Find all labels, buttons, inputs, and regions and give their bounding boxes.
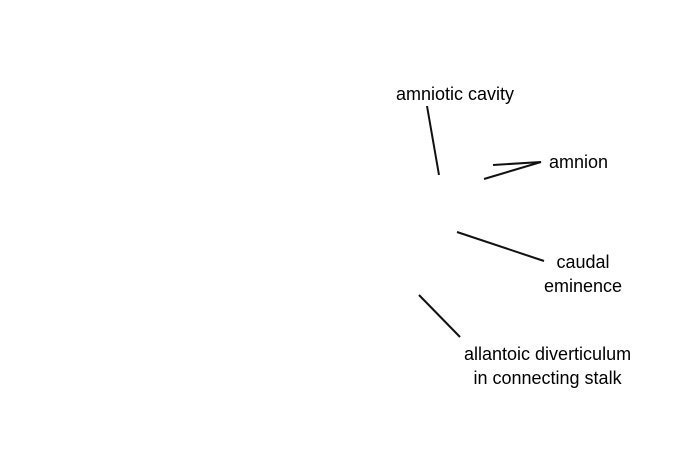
amnion-leader-line-lower <box>483 161 542 180</box>
caudal-eminence-leader-line <box>456 231 545 262</box>
caudal-eminence-label: caudal eminence <box>544 250 622 298</box>
allantoic-diverticulum-label-line-1: allantoic diverticulum <box>464 344 632 364</box>
allantoic-diverticulum-label: allantoic diverticulum in connecting sta… <box>464 342 631 390</box>
caudal-eminence-label-line-1: caudal <box>556 252 610 272</box>
amnion-leader-line-upper <box>492 161 542 166</box>
amniotic-cavity-label: amniotic cavity <box>396 84 515 104</box>
allantoic-diverticulum-leader-line <box>418 294 461 338</box>
caudal-eminence-label-line-2: eminence <box>544 276 623 296</box>
amniotic-cavity-leader-line <box>426 105 440 176</box>
allantoic-diverticulum-label-line-2: in connecting stalk <box>473 368 622 388</box>
amnion-label: amnion <box>549 152 609 172</box>
